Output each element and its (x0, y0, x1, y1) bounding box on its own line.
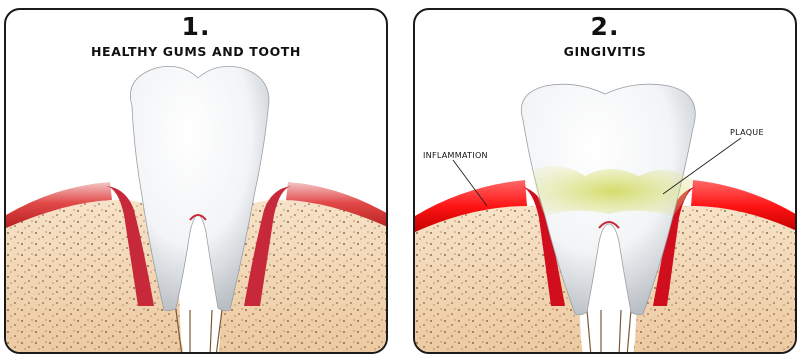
panel-title: GINGIVITIS (415, 44, 795, 59)
step-number: 1. (6, 12, 386, 41)
nerve-canal (587, 310, 631, 354)
healthy-tooth-illustration (6, 10, 388, 354)
label-inflammation: INFLAMMATION (423, 151, 488, 160)
panel-title: HEALTHY GUMS AND TOOTH (6, 44, 386, 59)
label-plaque: PLAQUE (730, 128, 764, 137)
gingivitis-tooth-illustration (415, 10, 797, 354)
panel-healthy: 1. HEALTHY GUMS AND TOOTH (4, 8, 388, 354)
plaque-deposit (533, 166, 693, 216)
panel-gingivitis: 2. GINGIVITIS INFLAMMATION PLAQUE (413, 8, 797, 354)
step-number: 2. (415, 12, 795, 41)
nerve-canal (176, 310, 222, 354)
